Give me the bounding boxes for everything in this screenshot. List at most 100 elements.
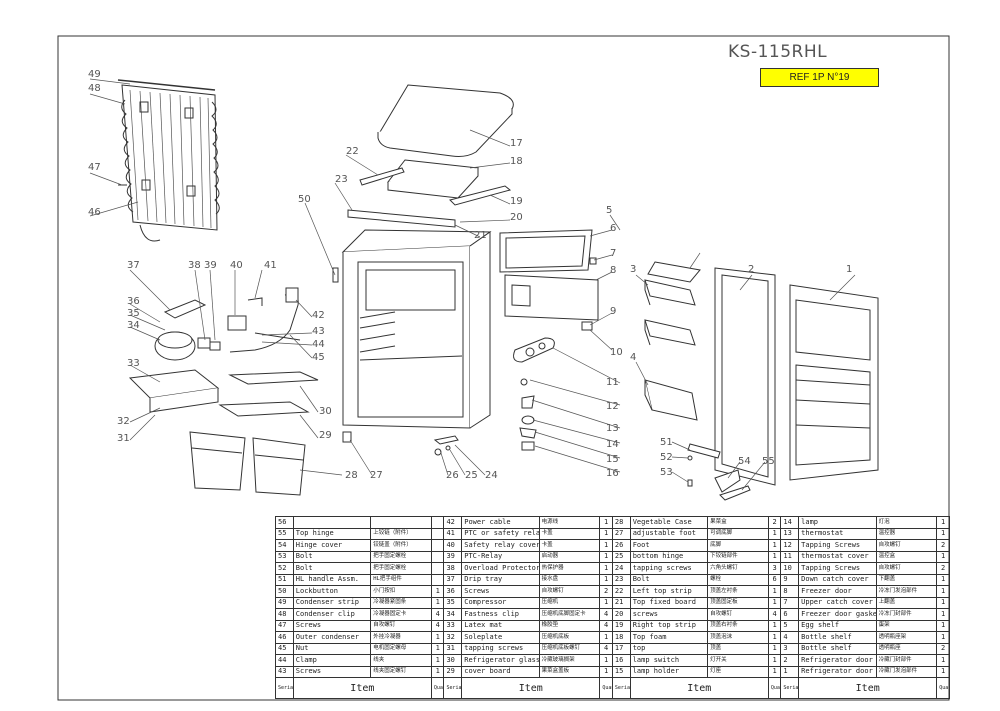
part-number: 5: [780, 619, 800, 632]
part-name: Bottle shelf: [798, 631, 877, 644]
part-name-cn: 线夹: [370, 654, 432, 667]
callout-18: 18: [510, 156, 523, 167]
part-name: Screws: [292, 619, 372, 632]
part-quantity: 1: [599, 665, 613, 678]
callout-13: 13: [606, 423, 619, 434]
part-number: 48: [275, 608, 294, 621]
part-name: Latex mat: [461, 619, 540, 632]
callout-4: 4: [630, 352, 636, 363]
part-number: 3: [780, 642, 800, 655]
callout-34: 34: [127, 320, 140, 331]
part-name: [292, 516, 372, 529]
part-quantity: 1: [430, 665, 445, 678]
part-quantity: 1: [599, 562, 613, 575]
part-name: Right top strip: [629, 619, 709, 632]
part-name: Tapping Screws: [798, 562, 877, 575]
serial-header: Serial Number: [275, 677, 294, 699]
callout-8: 8: [610, 265, 616, 276]
part-quantity: 4: [430, 608, 445, 621]
part-name: tapping screws: [461, 642, 540, 655]
callout-37: 37: [127, 260, 140, 271]
part-name-cn: 温控盒: [875, 550, 938, 563]
part-quantity: 2: [936, 562, 950, 575]
part-name-cn: 冷冻门封部件: [875, 608, 938, 621]
part-quantity: 6: [767, 573, 782, 586]
callout-2: 2: [748, 264, 754, 275]
part-name: Compressor: [461, 596, 540, 609]
serial-header: Serial Number: [443, 677, 463, 699]
part-number: 35: [443, 596, 463, 609]
part-number: 22: [611, 585, 631, 598]
part-name: Down catch cover: [798, 573, 877, 586]
part-name-cn: 果菜盒: [707, 516, 769, 529]
callout-36: 36: [127, 296, 140, 307]
part-name-cn: 自攻螺钉: [875, 562, 938, 575]
part-quantity: 1: [599, 539, 613, 552]
part-quantity: [430, 573, 445, 586]
part-number: 53: [275, 550, 294, 563]
part-number: 45: [275, 642, 294, 655]
part-name-cn: 顶盖泡沫: [707, 631, 769, 644]
part-number: 37: [443, 573, 463, 586]
callout-12: 12: [606, 401, 619, 412]
part-quantity: 4: [599, 608, 613, 621]
part-number: 4: [780, 631, 800, 644]
part-name: Bolt: [292, 550, 372, 563]
part-number: 46: [275, 631, 294, 644]
part-name-cn: 蛋架: [875, 619, 938, 632]
part-quantity: 1: [767, 585, 782, 598]
part-quantity: 1: [936, 527, 950, 540]
part-number: 9: [780, 573, 800, 586]
part-quantity: 1: [936, 516, 950, 529]
part-name-cn: 冷凝器固定卡: [370, 608, 432, 621]
cabinet-drawing: [218, 229, 492, 456]
part-quantity: 2: [599, 585, 613, 598]
part-name-cn: 顶盖右衬条: [707, 619, 769, 632]
part-name-cn: 把手固定螺栓: [370, 550, 432, 563]
callout-28: 28: [345, 470, 358, 481]
part-name: Freezer door gasket: [798, 608, 877, 621]
callout-16: 16: [606, 468, 619, 479]
qty-header: Quantity: [599, 677, 613, 699]
callout-49: 49: [88, 69, 101, 80]
part-quantity: 1: [599, 516, 613, 529]
callout-47: 47: [88, 162, 101, 173]
part-name: Drip tray: [461, 573, 540, 586]
part-name-cn: 灯开关: [707, 654, 769, 667]
compressor-drawing: [128, 287, 301, 413]
part-number: 31: [443, 642, 463, 655]
part-number: 19: [611, 619, 631, 632]
part-name-cn: 下铰链部件: [707, 550, 769, 563]
part-number: 11: [780, 550, 800, 563]
part-name-cn: 冷冻门发泡部件: [875, 585, 938, 598]
callout-7: 7: [610, 248, 616, 259]
part-name-cn: 冷藏门发泡部件: [875, 665, 938, 678]
part-name: Condenser clip: [292, 608, 372, 621]
part-number: 50: [275, 585, 294, 598]
part-name: Condenser strip: [292, 596, 372, 609]
part-name-cn: 冷藏玻璃搁架: [538, 654, 601, 667]
part-number: 32: [443, 631, 463, 644]
part-name-cn: 卡盖: [538, 527, 601, 540]
part-number: 42: [443, 516, 463, 529]
part-number: 52: [275, 562, 294, 575]
part-quantity: 1: [599, 550, 613, 563]
part-name: HL handle Assm.: [292, 573, 372, 586]
part-name: Top hinge: [292, 527, 372, 540]
part-name: Power cable: [461, 516, 540, 529]
part-name: screws: [629, 608, 709, 621]
callout-labels: 1 2 3 4 5 6 7 8 9 10 11 12 13 14 15 16 1…: [88, 69, 852, 481]
part-name: cover board: [461, 665, 540, 678]
part-number: 17: [611, 642, 631, 655]
part-number: 26: [611, 539, 631, 552]
part-name: Refrigerator door: [798, 665, 877, 678]
part-quantity: 4: [599, 619, 613, 632]
part-number: 15: [611, 665, 631, 678]
part-name-cn: 透明瓶座架: [875, 631, 938, 644]
